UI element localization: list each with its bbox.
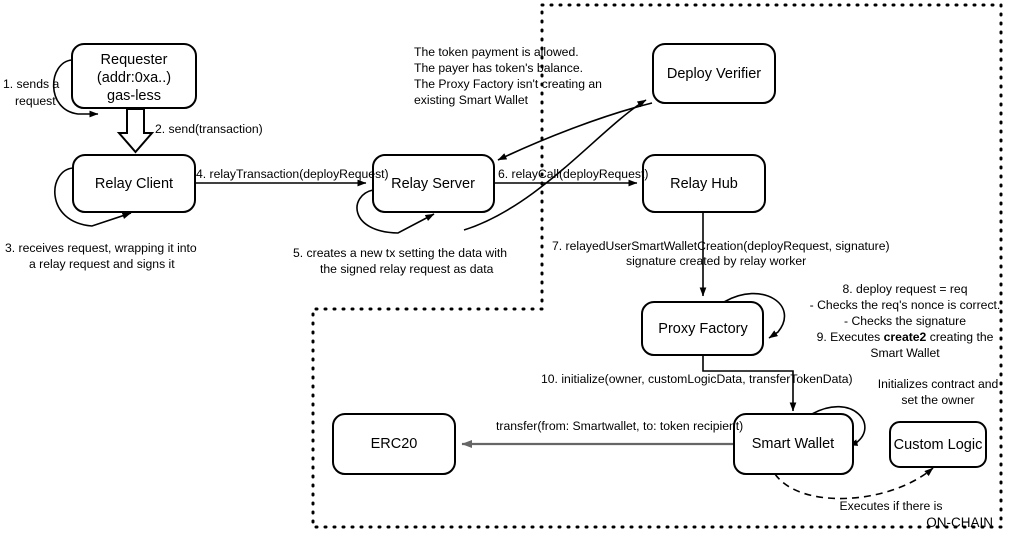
edge-deploy-verifier-to-relay-server	[497, 102, 653, 161]
annotation-step-3-line2: a relay request and signs it	[29, 257, 175, 271]
annotation-step-5-line2: the signed relay request as data	[320, 262, 494, 276]
annotation-step-5: 5. creates a new tx setting the data wit…	[293, 246, 507, 276]
annotation-verifier-note-1: The token payment is allowed.	[414, 45, 579, 59]
edge-relay-client-self	[54, 167, 132, 227]
node-deploy-verifier[interactable]: Deploy Verifier	[652, 43, 776, 104]
annotation-deploy-verifier-notes: The token payment is allowed. The payer …	[414, 45, 602, 107]
node-requester-shape[interactable]	[71, 43, 197, 109]
node-erc20-label: ERC20	[371, 436, 418, 452]
node-relay-server-label: Relay Server	[391, 176, 475, 192]
annotation-step-8-9: 8. deploy request = req - Checks the req…	[810, 282, 1001, 360]
node-requester-label-line1: Requester	[101, 52, 168, 68]
node-erc20-shape[interactable]	[332, 413, 456, 475]
node-requester[interactable]: Requester (addr:0xa..) gas-less	[71, 43, 197, 109]
node-smart-wallet-shape[interactable]	[733, 413, 854, 475]
annotation-step-7: 7. relayedUserSmartWalletCreation(deploy…	[552, 239, 890, 268]
node-smart-wallet[interactable]: Smart Wallet	[733, 413, 854, 475]
edge-smart-wallet-to-custom-logic	[774, 467, 934, 500]
annotation-step-7-line1: 7. relayedUserSmartWalletCreation(deploy…	[552, 239, 890, 253]
on-chain-boundary	[311, 3, 1003, 529]
annotation-transfer: transfer(from: Smartwallet, to: token re…	[496, 419, 743, 433]
node-relay-hub-label: Relay Hub	[670, 176, 738, 192]
on-chain-label: ON-CHAIN	[926, 515, 993, 530]
edge-relay-server-self	[356, 189, 435, 234]
annotation-executes-if: Executes if there is	[840, 499, 943, 513]
edge-requester-self	[52, 59, 99, 118]
annotation-step-3: 3. receives request, wrapping it into a …	[5, 241, 197, 271]
node-deploy-verifier-shape[interactable]	[652, 43, 776, 104]
node-relay-hub-shape[interactable]	[642, 154, 766, 213]
edge-proxy-factory-self	[723, 292, 786, 339]
annotation-verifier-note-2: The payer has token's balance.	[414, 61, 583, 75]
node-relay-client[interactable]: Relay Client	[72, 154, 196, 213]
edge-smart-wallet-self	[811, 406, 866, 446]
annotation-step-2: 2. send(transaction)	[155, 122, 263, 136]
annotation-step-6: 6. relayCall(deployRequest)	[498, 167, 648, 181]
node-proxy-factory[interactable]: Proxy Factory	[641, 301, 764, 356]
annotation-step-8-line2: - Checks the req's nonce is correct.	[810, 298, 1001, 312]
node-relay-client-label: Relay Client	[95, 176, 173, 192]
annotation-step-1-line1: 1. sends a	[3, 77, 59, 91]
node-relay-server[interactable]: Relay Server	[372, 154, 495, 213]
annotation-step-4: 4. relayTransaction(deployRequest)	[196, 167, 389, 181]
annotation-initializes: Initializes contract and set the owner	[878, 377, 999, 407]
node-deploy-verifier-label: Deploy Verifier	[667, 66, 761, 82]
annotation-step-1: 1. sends a request	[3, 77, 59, 108]
edge-requester-to-relay-client	[116, 108, 155, 154]
annotation-step-10: 10. initialize(owner, customLogicData, t…	[541, 372, 853, 386]
annotation-step-1-line2: request	[15, 94, 56, 108]
annotation-verifier-note-4: existing Smart Wallet	[414, 93, 529, 107]
annotation-step-5-line1: 5. creates a new tx setting the data wit…	[293, 246, 507, 260]
node-proxy-factory-label: Proxy Factory	[658, 321, 748, 337]
annotation-step-3-line1: 3. receives request, wrapping it into	[5, 241, 197, 255]
annotation-step-7-line2: signature created by relay worker	[626, 254, 806, 268]
node-erc20[interactable]: ERC20	[332, 413, 456, 475]
edge-proxy-factory-to-smart-wallet	[702, 355, 797, 412]
node-relay-server-shape[interactable]	[372, 154, 495, 213]
node-proxy-factory-shape[interactable]	[641, 301, 764, 356]
node-custom-logic[interactable]: Custom Logic	[889, 421, 987, 468]
annotation-step-8-line1: 8. deploy request = req	[842, 282, 967, 296]
annotation-initializes-line2: set the owner	[901, 393, 974, 407]
node-requester-label-line2: (addr:0xa..)	[97, 70, 171, 86]
annotation-step-8-line3: - Checks the signature	[844, 314, 966, 328]
node-custom-logic-label: Custom Logic	[894, 437, 983, 453]
node-custom-logic-shape[interactable]	[889, 421, 987, 468]
node-relay-client-shape[interactable]	[72, 154, 196, 213]
annotation-step-9-bold: create2	[884, 330, 927, 344]
node-relay-hub[interactable]: Relay Hub	[642, 154, 766, 213]
annotation-initializes-line1: Initializes contract and	[878, 377, 999, 391]
edge-relay-server-to-deploy-verifier	[463, 99, 647, 231]
node-requester-label-line3: gas-less	[107, 88, 161, 104]
annotation-step-9-line5: Smart Wallet	[870, 346, 940, 360]
annotation-verifier-note-3: The Proxy Factory isn't creating an	[414, 77, 602, 91]
annotation-step-9-post: creating the	[926, 330, 993, 344]
annotation-step-9-pre: 9. Executes	[817, 330, 884, 344]
node-smart-wallet-label: Smart Wallet	[752, 436, 834, 452]
annotation-step-9-line4: 9. Executes create2 creating the	[817, 330, 994, 344]
